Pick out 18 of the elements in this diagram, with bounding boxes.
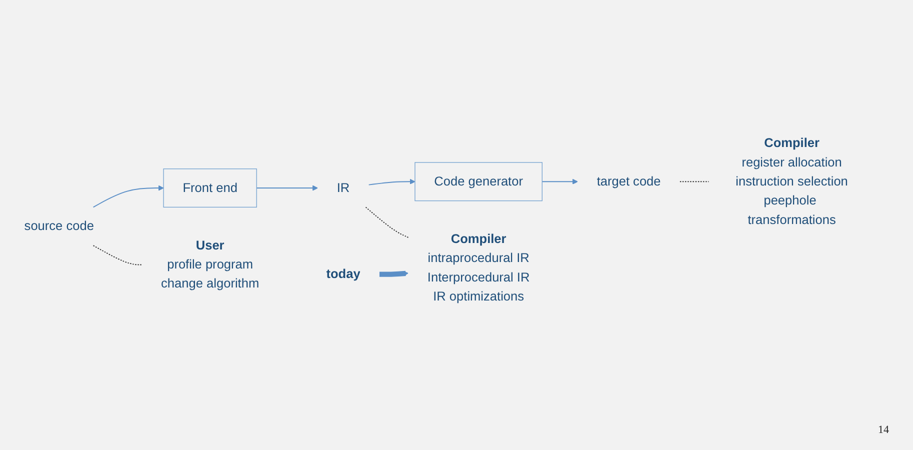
page-number: 14 [878, 424, 889, 436]
node-box: Front end [163, 168, 257, 208]
node-text: User profile program change algorithm [161, 238, 260, 291]
connector [679, 181, 710, 182]
arrow [92, 185, 164, 208]
arrow [368, 178, 416, 186]
connector [365, 206, 409, 238]
node-text: IR [336, 181, 350, 196]
node-text: Compiler intraprocedural IR Interprocedural IR IR optimizations [427, 232, 530, 304]
node-box: Code generator [414, 162, 542, 202]
node-text: target code [596, 174, 661, 189]
arrow [379, 270, 408, 277]
node-text: today [326, 267, 360, 282]
node-text: source code [24, 219, 94, 234]
arrow [542, 178, 578, 184]
arrow [256, 185, 318, 191]
node-text: Compiler register allocation instruction selection peephole transformations [736, 136, 848, 228]
connector [92, 245, 142, 266]
